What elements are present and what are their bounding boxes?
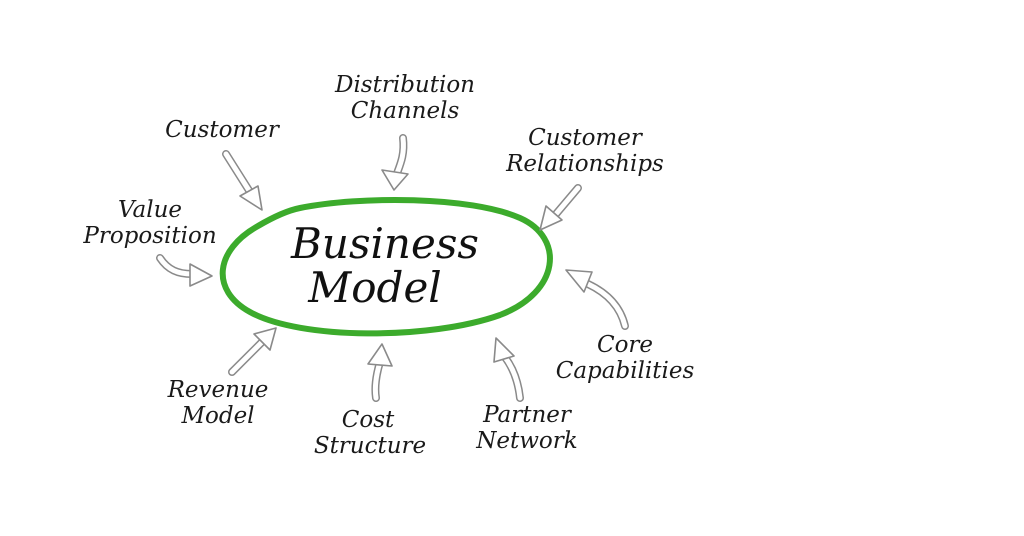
arrow-customer bbox=[222, 150, 263, 211]
arrow-customer-relationships bbox=[539, 184, 582, 231]
label-partner-network-line2: Network bbox=[475, 428, 577, 454]
label-cost-structure-line1: Cost bbox=[342, 407, 395, 433]
label-revenue-model-line1: Revenue bbox=[167, 377, 269, 403]
label-core-capabilities-line2: Capabilities bbox=[556, 358, 695, 384]
label-core-capabilities-line1: Core bbox=[597, 332, 653, 358]
label-distribution-line2: Channels bbox=[351, 98, 460, 124]
arrow-distribution bbox=[381, 134, 409, 191]
label-partner-network-line1: Partner bbox=[482, 402, 573, 428]
label-value-proposition-line1: Value bbox=[118, 197, 182, 223]
label-customer-relationships-line1: Customer bbox=[528, 125, 644, 151]
arrow-partner-network bbox=[493, 337, 524, 402]
arrow-core-capabilities bbox=[565, 269, 629, 330]
center-title-line1: Business bbox=[290, 219, 479, 268]
center-ring-stroke bbox=[219, 196, 553, 337]
label-revenue-model-line2: Model bbox=[180, 403, 254, 429]
label-cost-structure-line2: Structure bbox=[314, 433, 426, 459]
arrow-revenue-model bbox=[228, 327, 277, 376]
label-customer: Customer bbox=[165, 117, 281, 143]
center-ring bbox=[219, 196, 553, 337]
label-value-proposition-line2: Proposition bbox=[82, 223, 216, 249]
label-distribution-line1: Distribution bbox=[334, 72, 475, 98]
center-title-line2: Model bbox=[307, 263, 441, 312]
arrow-value-proposition bbox=[156, 254, 213, 287]
arrow-cost-structure bbox=[367, 343, 393, 402]
label-customer-relationships-line2: Relationships bbox=[505, 151, 664, 177]
